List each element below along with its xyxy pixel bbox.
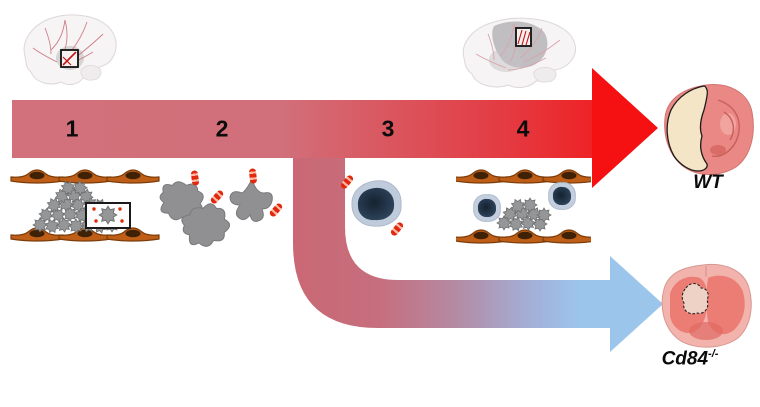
infarct-region [666,85,708,172]
vessel-thrombus-t-cell-icon [456,169,591,244]
cd84-label: Cd84-/- [630,348,750,370]
wt-label-text: WT [693,172,723,193]
mural-thrombus [496,196,552,234]
stage-number-4: 4 [516,115,530,142]
branch-arrow-head [610,256,663,352]
branch-arrow-band [293,156,610,328]
platelet-inset-box [85,202,131,229]
wt-brain-slice-icon [664,83,754,175]
brain-lateral-infarct-icon [462,17,576,89]
cd84-label-text: Cd84 [661,348,709,370]
cd84-superscript: -/- [708,348,719,360]
main-arrow-head [592,68,658,188]
cd84-brain-slice-icon [661,263,752,348]
stage-number-1: 1 [65,115,79,142]
brain-lateral-vessels-icon [23,14,117,86]
small-infarct-region [681,282,709,315]
stage-number-2: 2 [215,115,229,142]
t-cell-granules-icon [339,174,405,237]
activated-platelets-granule-release-icon [158,168,284,253]
wt-label: WT [658,172,758,194]
main-arrow-band [12,100,592,158]
stage-number-3: 3 [381,115,395,142]
vessel-platelet-aggregation-icon [10,169,160,242]
